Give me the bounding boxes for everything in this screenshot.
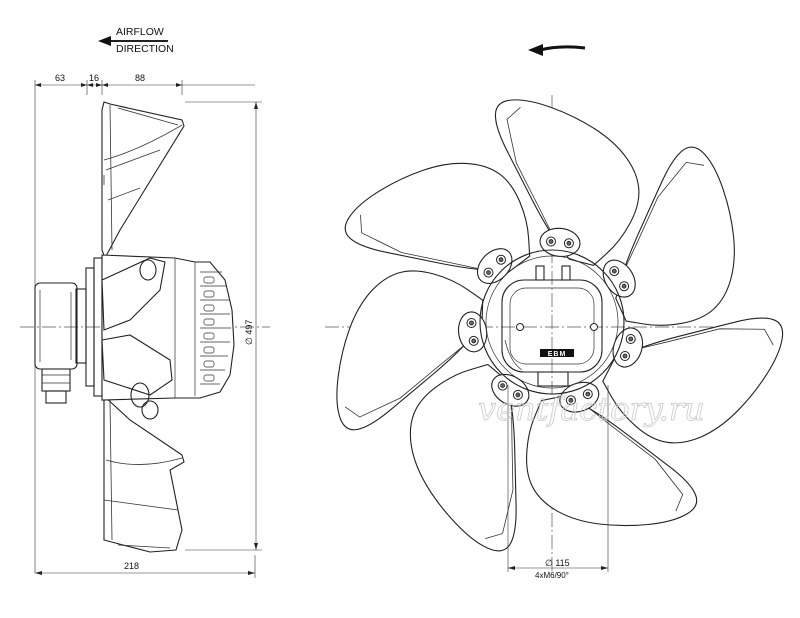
airflow-arrow-icon [98, 36, 111, 46]
airflow-label-line1: AIRFLOW [116, 26, 164, 38]
dim-fan-diameter: ∅ 497 [244, 320, 254, 345]
hub-lug [476, 248, 513, 284]
hub-lug [612, 327, 644, 368]
hub-lug [559, 381, 600, 413]
dim-16: 16 [89, 73, 99, 83]
watermark: ventfactory.ru [478, 390, 705, 428]
dim-bolt-circle: ∅ 115 [545, 558, 570, 568]
fan-blade-edge [506, 107, 562, 253]
airflow-direction-label: AIRFLOW DIRECTION [98, 26, 174, 55]
fan-blade-edge [344, 334, 478, 418]
airflow-label-line2: DIRECTION [116, 43, 174, 55]
fan-blade [602, 317, 784, 444]
fan-blade-edge [623, 328, 774, 353]
fan-blade [409, 363, 517, 552]
fan-blade [615, 146, 735, 326]
hub-logo-text: EBM [548, 351, 567, 358]
hub-bolt-ring [457, 227, 644, 413]
fan-blade [336, 270, 484, 431]
fan-blade-edge [615, 161, 705, 288]
dim-bolt-spec: 4xM6/90° [535, 571, 569, 580]
rotation-direction-arrow-icon [528, 44, 586, 56]
hub-body [479, 249, 625, 395]
fan-blade-edge [485, 390, 514, 539]
fan-blade-edge [576, 398, 684, 512]
dim-63: 63 [55, 73, 65, 83]
fan-blade [526, 395, 698, 527]
dim-218: 218 [124, 561, 139, 571]
fan-blade-edge [360, 214, 499, 274]
side-view: 63 16 88 ∅ 497 218 [20, 73, 270, 578]
front-view: EBM ∅ 115 4xM6/90° [325, 95, 784, 580]
fan-blades [336, 99, 784, 552]
hub-logo-plate [540, 349, 574, 357]
dim-88: 88 [135, 73, 145, 83]
fan-blade [344, 162, 531, 272]
hub-lug [491, 373, 530, 407]
fan-blade [494, 99, 640, 267]
